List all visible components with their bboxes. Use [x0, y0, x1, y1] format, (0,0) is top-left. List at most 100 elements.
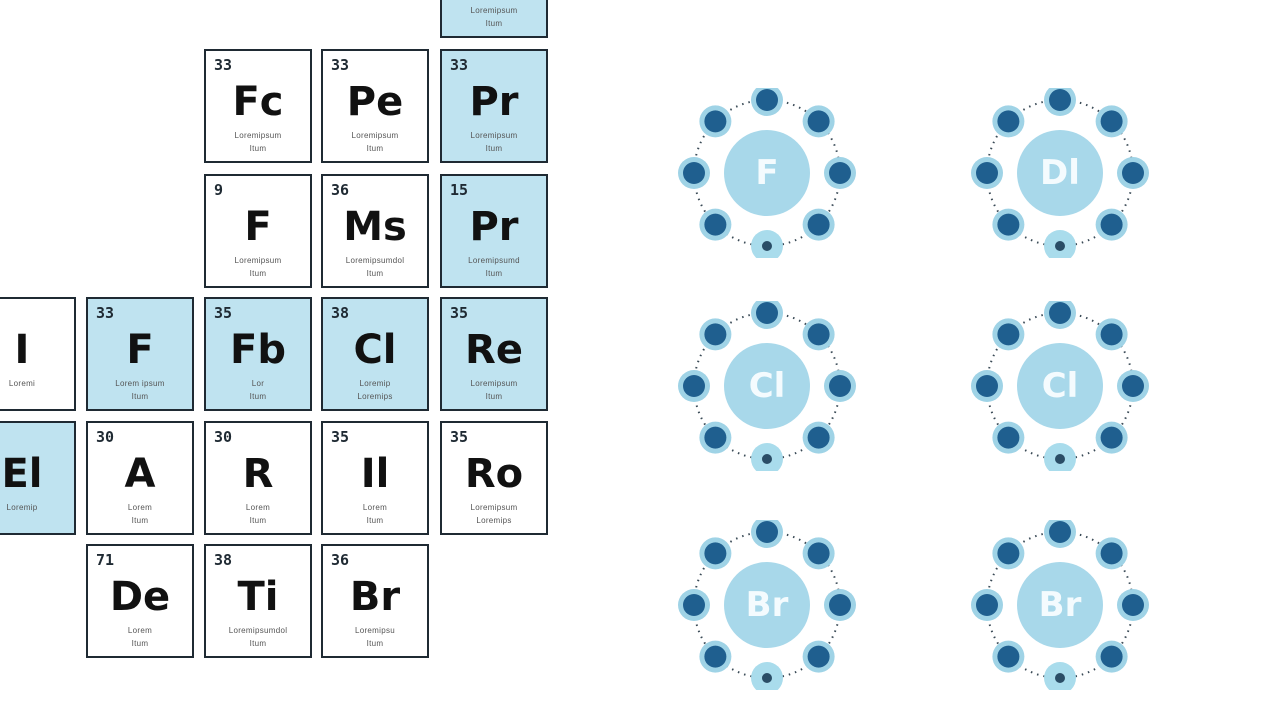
electron — [762, 454, 772, 464]
electron — [829, 375, 851, 397]
electron — [807, 323, 830, 346]
element-weight: Loremips — [357, 392, 393, 401]
element-name: Loremipsu — [354, 626, 396, 635]
element-name: Lorem — [127, 503, 153, 512]
electron — [704, 323, 727, 346]
element-symbol: F — [126, 327, 154, 373]
element-name: Lorem — [127, 626, 153, 635]
electron-shell — [678, 520, 856, 690]
atom-symbol: F — [755, 153, 779, 193]
electron — [1100, 542, 1123, 565]
electron-shell — [678, 88, 856, 258]
element-weight: Itum — [366, 639, 384, 648]
electron — [704, 426, 727, 449]
electron — [1055, 673, 1065, 683]
element-cell: 33 Pr Loremipsum Itum — [440, 49, 548, 163]
atomic-number: 33 — [96, 304, 115, 322]
electron — [807, 645, 830, 668]
electron — [1100, 323, 1123, 346]
element-cell: 36 Ms Loremipsumdol Itum — [321, 174, 429, 288]
element-weight: Itum — [131, 392, 149, 401]
atom-diagram: F — [677, 88, 857, 258]
atom-symbol: Cl — [748, 366, 786, 406]
electron — [683, 375, 705, 397]
electron — [829, 162, 851, 184]
element-weight: Itum — [131, 516, 149, 525]
element-name: Loremi — [8, 379, 36, 388]
element-cell: Loremipsum Itum — [440, 0, 548, 38]
element-symbol: Pr — [469, 79, 519, 125]
nucleus — [1017, 343, 1103, 429]
element-cell: 35 Fb Lor Itum — [204, 297, 312, 411]
electron — [997, 110, 1020, 133]
electron — [997, 542, 1020, 565]
atomic-number: 30 — [96, 428, 115, 446]
element-weight: Itum — [485, 19, 503, 28]
electron — [997, 645, 1020, 668]
element-cell: 15 Pr Loremipsumd Itum — [440, 174, 548, 288]
nucleus — [1017, 562, 1103, 648]
element-weight: Loremips — [476, 516, 512, 525]
electron — [1049, 89, 1071, 111]
element-name: Loremipsum — [470, 131, 518, 140]
electron — [756, 521, 778, 543]
atomic-number: 35 — [214, 304, 233, 322]
element-cell: 35 Re Loremipsum Itum — [440, 297, 548, 411]
electron — [1049, 521, 1071, 543]
element-name: Loremip — [6, 503, 38, 512]
element-weight: Itum — [249, 269, 267, 278]
electron — [1122, 375, 1144, 397]
element-cell: 35 Ro Loremipsum Loremips — [440, 421, 548, 535]
element-symbol: Pe — [346, 79, 404, 125]
element-weight: Itum — [249, 639, 267, 648]
element-symbol: Ms — [343, 204, 407, 250]
element-weight: Itum — [366, 516, 384, 525]
element-name: Lorem — [362, 503, 388, 512]
electron — [976, 594, 998, 616]
element-weight: Itum — [366, 144, 384, 153]
element-symbol: Fc — [232, 79, 284, 125]
electron — [1100, 645, 1123, 668]
element-name: Loremipsumd — [468, 256, 520, 265]
electron-shell — [678, 301, 856, 471]
electron — [807, 426, 830, 449]
electron — [829, 594, 851, 616]
element-name: Loremip — [359, 379, 391, 388]
element-symbol: Fb — [230, 327, 286, 373]
electron-shell — [971, 520, 1149, 690]
element-weight: Itum — [249, 144, 267, 153]
electron — [762, 673, 772, 683]
nucleus — [1017, 130, 1103, 216]
electron — [976, 162, 998, 184]
electron — [1122, 594, 1144, 616]
electron — [1122, 162, 1144, 184]
element-cell: 33 F Lorem ipsum Itum — [86, 297, 194, 411]
element-symbol: A — [124, 451, 156, 497]
element-weight: Itum — [249, 516, 267, 525]
electron — [704, 213, 727, 236]
element-symbol: F — [244, 204, 272, 250]
element-cell: 30 A Lorem Itum — [86, 421, 194, 535]
element-name: Loremipsum — [470, 503, 518, 512]
element-cell: 71 De Lorem Itum — [86, 544, 194, 658]
atom-symbol: Br — [1038, 585, 1082, 625]
element-name: Lorem — [245, 503, 271, 512]
atomic-number: 15 — [450, 181, 469, 199]
element-symbol: Ro — [464, 451, 524, 497]
element-symbol: El — [1, 451, 43, 497]
atomic-number: 33 — [450, 56, 469, 74]
element-weight: Itum — [485, 392, 503, 401]
atomic-number: 36 — [331, 551, 350, 569]
nucleus — [724, 130, 810, 216]
element-symbol: R — [242, 451, 274, 497]
element-name: Loremipsum — [234, 131, 282, 140]
element-symbol: I — [14, 327, 30, 373]
electron — [756, 89, 778, 111]
atomic-number: 38 — [331, 304, 350, 322]
element-name: Loremipsumdol — [345, 256, 405, 265]
atomic-number: 71 — [96, 551, 115, 569]
electron — [683, 594, 705, 616]
atom-symbol: Dl — [1040, 153, 1080, 193]
element-symbol: Ti — [237, 574, 279, 620]
element-cell: El Loremip — [0, 421, 76, 535]
